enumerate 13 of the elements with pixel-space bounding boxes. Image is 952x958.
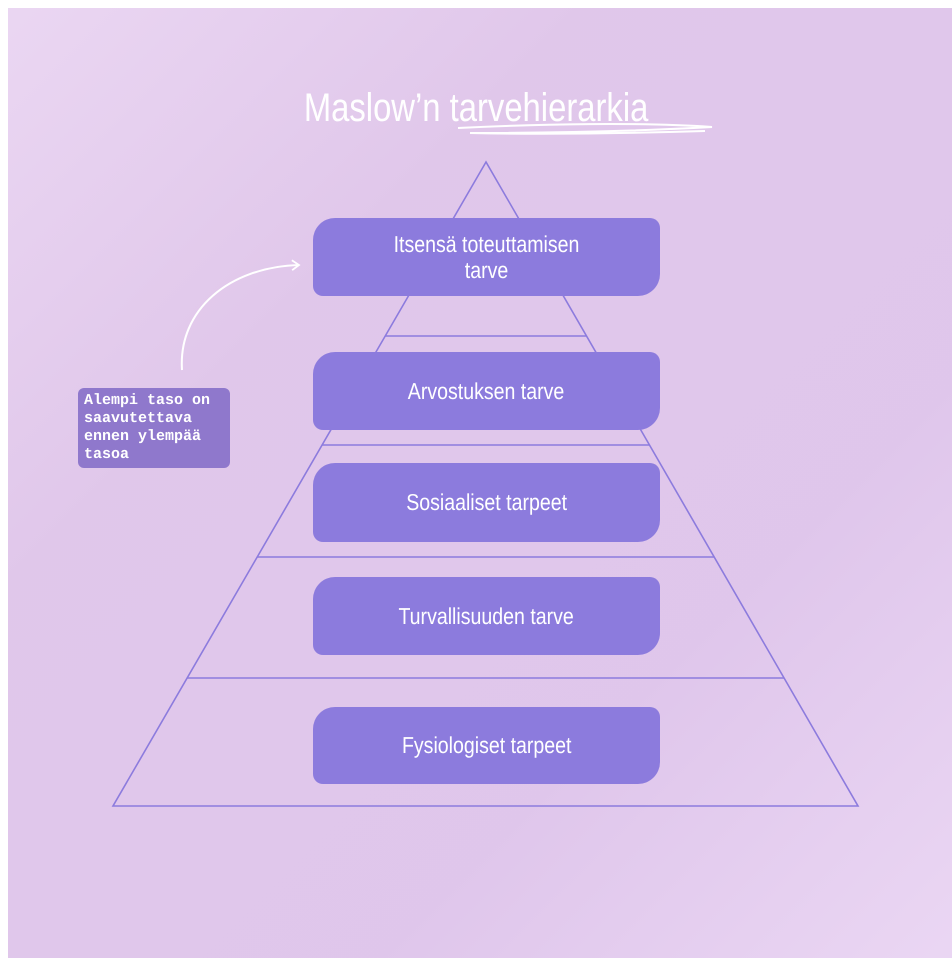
level-label: Arvostuksen tarve	[408, 378, 565, 404]
level-label: Turvallisuuden tarve	[398, 602, 574, 630]
curved-arrow	[181, 260, 300, 370]
level-label: Fysiologiset tarpeet	[402, 732, 572, 759]
title: Maslow’n tarvehierarkia	[304, 86, 648, 131]
level-box	[313, 463, 660, 542]
note-text: Alempi taso on saavutettava ennen ylempää tasoa	[78, 388, 230, 468]
level-box	[313, 707, 660, 784]
level-box	[313, 577, 660, 655]
level-box	[313, 218, 660, 296]
level-box	[313, 352, 660, 430]
level-label: Itsensä toteuttamisen tarve	[392, 230, 580, 284]
level-label: Sosiaaliset tarpeet	[406, 489, 567, 516]
